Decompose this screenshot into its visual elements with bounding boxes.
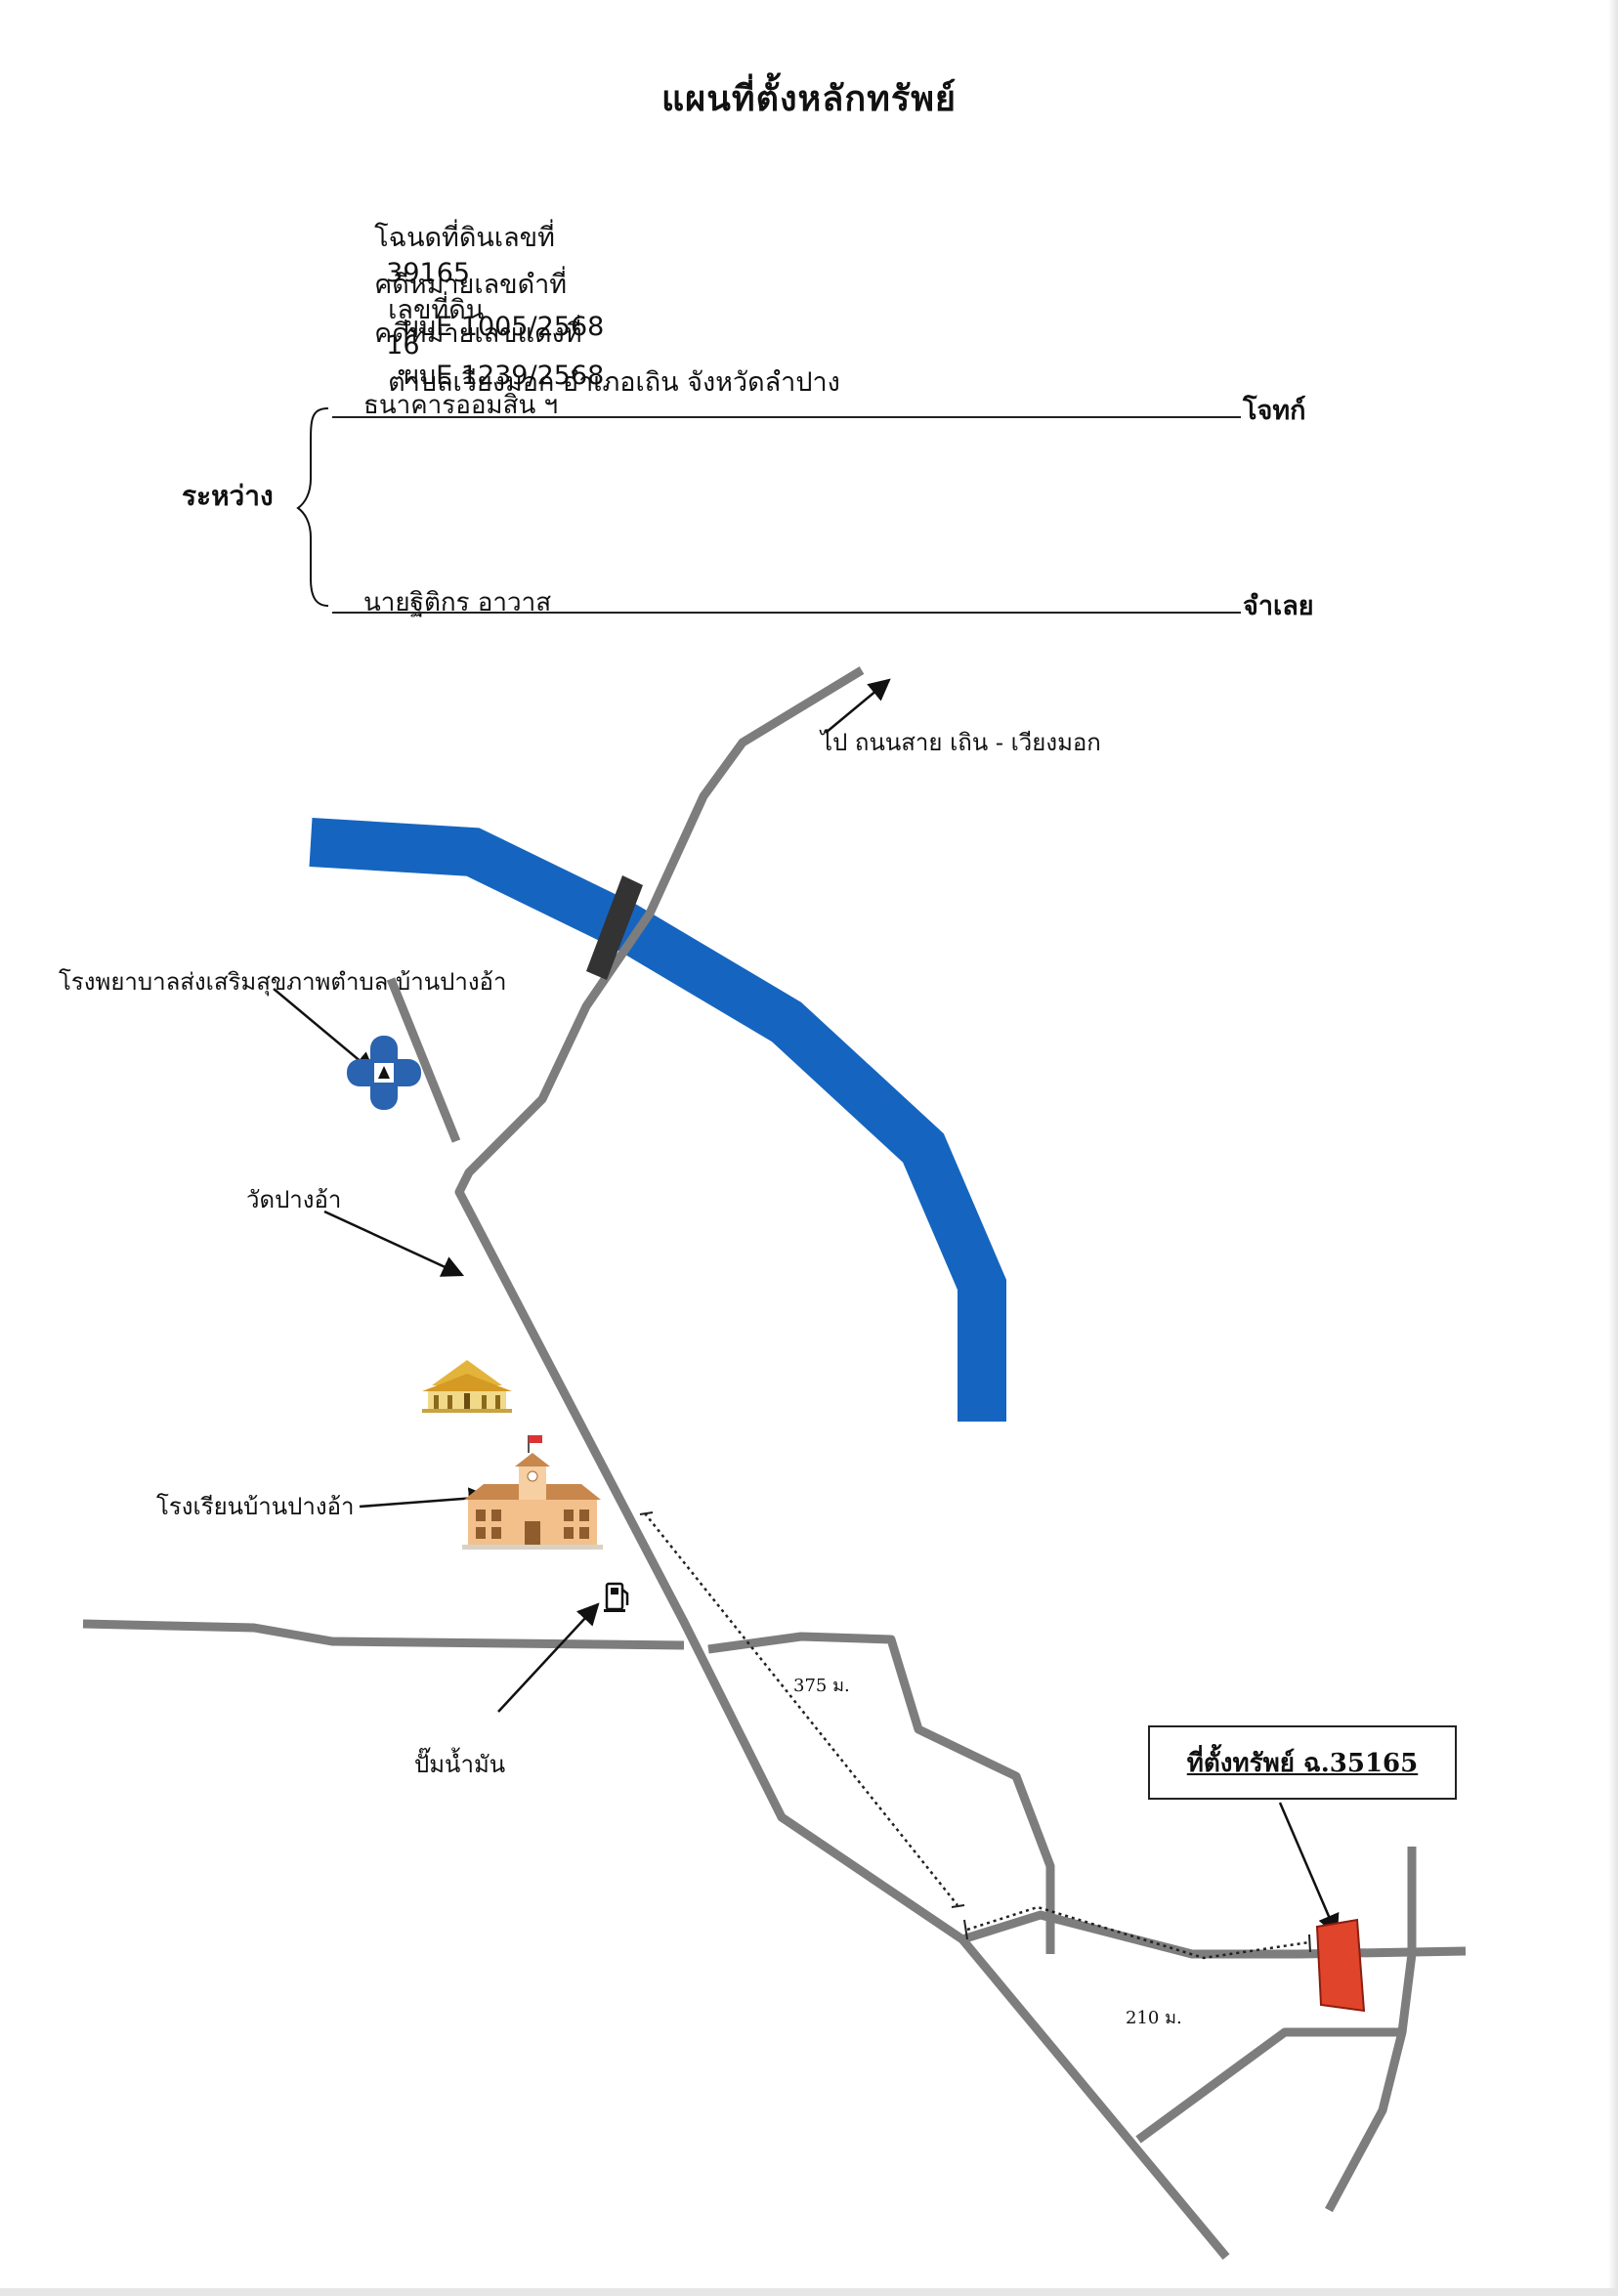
land-label: เลขที่ดิน bbox=[388, 295, 485, 325]
river bbox=[309, 818, 1006, 1422]
property-pointer bbox=[1278, 1802, 1340, 1937]
property-parcel bbox=[1315, 1918, 1366, 2013]
gas-station-label: ปั๊มน้ำมัน bbox=[414, 1751, 506, 1778]
distance-375-line bbox=[639, 1511, 965, 1908]
land-number: 16 bbox=[386, 330, 420, 361]
page-edge bbox=[1608, 0, 1618, 2296]
plaintiff-line bbox=[332, 416, 1241, 418]
distance-210-label: 210 ม. bbox=[1126, 2008, 1182, 2028]
deed-location: ตำบลเวียงมอก อำเภอเถิน จังหวัดลำปาง bbox=[388, 367, 840, 398]
deed-label: โฉนดที่ดินเลขที่ bbox=[374, 223, 555, 253]
defendant-line bbox=[332, 612, 1241, 614]
plaintiff-name: ธนาคารออมสิน ฯ bbox=[363, 391, 559, 420]
between-brace bbox=[296, 407, 329, 607]
page-bottom-edge bbox=[0, 2288, 1618, 2296]
distance-375-label: 375 ม. bbox=[793, 1676, 850, 1696]
defendant-role: จำเลย bbox=[1243, 591, 1314, 621]
east-loop-road bbox=[707, 1632, 1055, 1954]
deed-number: 39165 bbox=[386, 258, 471, 288]
distance-210-line bbox=[963, 1905, 1311, 1960]
bridge bbox=[586, 875, 643, 980]
hospital-label: โรงพยาบาลส่งเสริมสุขภาพตำบล บ้านปางอ้า bbox=[59, 968, 507, 996]
lower-road bbox=[1135, 2027, 1402, 2144]
page-title: แผนที่ตั้งหลักทรัพย์ bbox=[660, 78, 958, 119]
black-case-number: ผบE 1005/2568 bbox=[404, 312, 605, 342]
road-direction-arrow bbox=[825, 678, 891, 734]
hospital-icon bbox=[347, 1036, 421, 1110]
gas-pointer bbox=[497, 1602, 600, 1713]
west-road bbox=[82, 1619, 685, 1650]
property-road bbox=[960, 1910, 1467, 1959]
temple-icon bbox=[422, 1360, 512, 1413]
temple-label: วัดปางอ้า bbox=[246, 1186, 342, 1213]
temple-pointer bbox=[323, 1210, 465, 1277]
black-case-label: คดีหมายเลขดำที่ bbox=[374, 270, 568, 300]
red-case-line: คดีหมายเลขแดงที่ ผบE 1239/2568 bbox=[358, 281, 604, 396]
road-direction-label: ไป ถนนสาย เถิน - เวียงมอก bbox=[821, 729, 1101, 756]
property-location-label: ที่ตั้งทรัพย์ ฉ.35165 bbox=[1148, 1725, 1457, 1800]
between-label: ระหว่าง bbox=[182, 480, 274, 512]
hospital-pointer bbox=[273, 988, 376, 1075]
hospital-side-road bbox=[386, 977, 461, 1143]
red-case-label: คดีหมายเลขแดงที่ bbox=[374, 319, 582, 349]
red-case-number: ผบE 1239/2568 bbox=[404, 361, 605, 391]
school-icon bbox=[462, 1435, 603, 1550]
black-case-line: คดีหมายเลขดำที่ ผบE 1005/2568 bbox=[358, 233, 604, 347]
gas-station-icon bbox=[604, 1582, 629, 1612]
plaintiff-role: โจทก์ bbox=[1243, 396, 1306, 426]
main-road bbox=[454, 666, 1230, 2260]
deed-line: โฉนดที่ดินเลขที่ 39165 เลขที่ดิน 16 ตำบล… bbox=[358, 186, 840, 403]
school-label: โรงเรียนบ้านปางอ้า bbox=[156, 1493, 355, 1520]
